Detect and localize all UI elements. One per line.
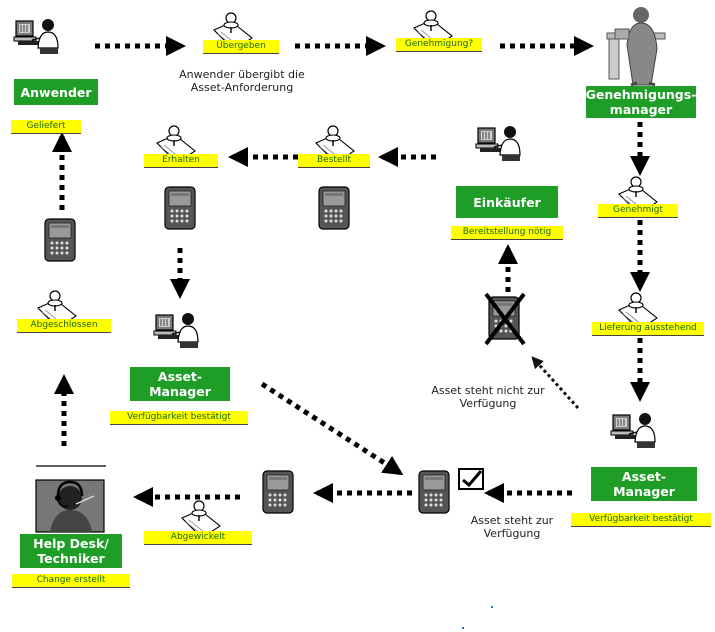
- role-einkaeufer: Einkäufer: [456, 186, 558, 218]
- role-helpdesk: Help Desk/ Techniker: [20, 534, 122, 568]
- caption-uebergabe: Anwender übergibt die Asset-Anforderung: [179, 68, 305, 94]
- mobile-device-icon: [418, 470, 450, 514]
- role-genehmigungsmanager: Genehmigungs-manager: [585, 86, 697, 118]
- status-tag-bereitstellung: Bereitstellung nötig: [451, 226, 563, 240]
- role-asset-manager-mid: Asset-Manager: [130, 367, 230, 401]
- mobile-device-icon: [44, 218, 76, 262]
- status-tag-change: Change erstellt: [12, 574, 130, 588]
- status-tag-geliefert: Geliefert: [11, 120, 81, 134]
- status-tag-lieferung: Lieferung ausstehend: [592, 322, 704, 336]
- caption-verfuegbar: Asset steht zur Verfügung: [470, 514, 554, 540]
- status-tag-verfuegbarkeit-mid: Verfügbarkeit bestätigt: [110, 411, 248, 425]
- status-tag-abgewickelt: Abgewickelt: [144, 531, 252, 545]
- mobile-device-icon: [262, 470, 294, 514]
- user-at-computer-icon: [475, 125, 521, 162]
- arrow-assetmanager-to-crossed: [531, 356, 580, 410]
- user-at-computer-icon: [153, 312, 199, 349]
- manager-figure-icon: [606, 7, 666, 87]
- role-anwender: Anwender: [14, 79, 98, 105]
- status-tag-erhalten: Erhalten: [144, 154, 218, 168]
- status-tag-uebergeben: Übergeben: [203, 40, 279, 54]
- user-at-computer-icon: [13, 18, 59, 55]
- stray-mark: [491, 606, 493, 608]
- status-tag-bestellt: Bestellt: [298, 154, 370, 168]
- role-asset-manager-right: Asset-Manager: [591, 467, 697, 501]
- stray-mark: [462, 627, 464, 629]
- user-at-computer-icon: [610, 412, 656, 449]
- mobile-device-icon: [318, 186, 350, 230]
- crossed-out-device-icon: [484, 292, 526, 346]
- flow-arrows: [52, 36, 650, 507]
- status-tag-genehmigung: Genehmigung?: [396, 38, 482, 52]
- status-tag-genehmigt: Genehmigt: [598, 204, 678, 218]
- headset-technician-icon: [35, 465, 106, 533]
- arrow-assetmanager-to-device-diagonal: [260, 381, 404, 476]
- status-tag-abgeschlossen: Abgeschlossen: [17, 319, 111, 333]
- caption-nicht-verfuegbar: Asset steht nicht zur Verfügung: [431, 384, 545, 410]
- mobile-device-icon: [164, 186, 196, 230]
- status-tag-verfuegbarkeit-right: Verfügbarkeit bestätigt: [571, 513, 711, 527]
- checkbox-checked-icon: [458, 468, 484, 490]
